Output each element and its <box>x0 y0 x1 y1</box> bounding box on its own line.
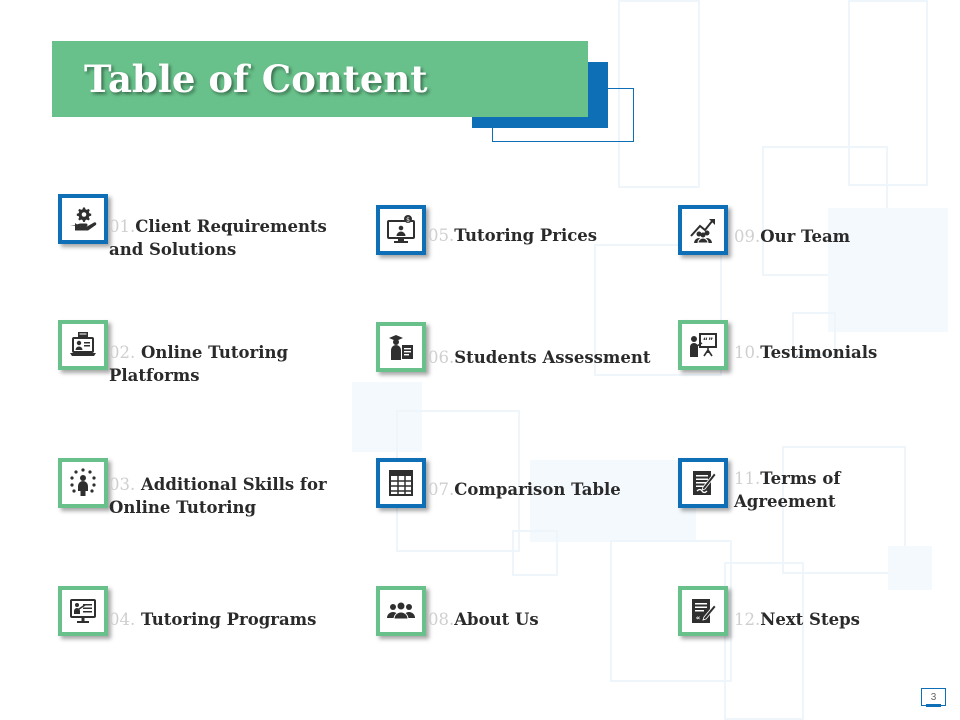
item-label-line2: and Solutions <box>109 240 237 259</box>
icon-frame <box>58 458 108 508</box>
background-block <box>888 546 932 590</box>
item-label: Tutoring Prices <box>454 226 598 245</box>
team-growth-icon <box>690 219 715 244</box>
icon-frame <box>58 320 108 370</box>
contract-pen-icon <box>693 471 717 495</box>
item-label: Next Steps <box>760 610 860 629</box>
icon-frame <box>376 322 426 372</box>
svg-text:“”: “” <box>703 337 714 346</box>
item-label: Students Assessment <box>454 348 651 367</box>
svg-text:$: $ <box>406 216 410 223</box>
item-number: 07. <box>428 480 455 499</box>
icon-frame <box>58 586 108 636</box>
background-block <box>530 460 696 542</box>
background-frame <box>848 0 928 186</box>
graduate-document-icon <box>389 335 413 360</box>
svg-text:«: « <box>696 614 701 622</box>
item-label-line2: Platforms <box>109 366 200 385</box>
table-grid-icon <box>389 470 413 496</box>
title-banner: Table of Content <box>52 41 588 117</box>
person-network-icon <box>70 468 96 496</box>
background-frame <box>724 562 804 720</box>
item-label: Online Tutoring <box>135 343 289 362</box>
icon-frame: « <box>678 586 728 636</box>
item-label-line2: Agreement <box>734 492 836 511</box>
background-frame <box>782 446 906 574</box>
icon-frame <box>376 458 426 508</box>
item-label: Our Team <box>760 227 851 246</box>
background-frame <box>618 0 700 188</box>
background-frame <box>512 530 558 576</box>
icon-frame: “” <box>678 320 728 370</box>
item-label-line2: Online Tutoring <box>109 498 257 517</box>
background-frame <box>792 312 836 356</box>
item-number: 09. <box>734 227 761 246</box>
item-label: Comparison Table <box>454 480 621 499</box>
item-number: 04. <box>109 610 136 629</box>
group-icon <box>387 602 415 620</box>
item-number: 03. <box>109 475 136 494</box>
item-number: 06. <box>428 348 455 367</box>
laptop-user-icon <box>70 332 96 356</box>
speaker-board-icon: “” <box>690 333 717 357</box>
item-label: About Us <box>454 610 539 629</box>
item-number: 05. <box>428 226 455 245</box>
item-number: 10. <box>734 343 761 362</box>
icon-frame <box>678 205 728 255</box>
background-frame <box>594 244 722 376</box>
background-block <box>828 208 948 332</box>
icon-frame: $ <box>376 205 426 255</box>
item-number: 11. <box>734 469 761 488</box>
item-number: 02. <box>109 343 136 362</box>
item-label: Terms of <box>760 469 841 488</box>
hand-gear-icon <box>70 207 97 231</box>
page-number-underline <box>926 704 941 707</box>
icon-frame <box>376 586 426 636</box>
presentation-monitor-icon <box>70 599 96 623</box>
icon-frame <box>678 458 728 508</box>
item-label: Testimonials <box>760 343 878 362</box>
document-pencil-icon: « <box>692 599 717 623</box>
item-number: 12. <box>734 610 761 629</box>
page-title: Table of Content <box>84 57 428 101</box>
item-number: 08. <box>428 610 455 629</box>
item-number: 01. <box>109 217 136 236</box>
background-frame <box>610 540 732 682</box>
monitor-dollar-icon: $ <box>387 215 415 243</box>
icon-frame <box>58 194 108 244</box>
item-label: Tutoring Programs <box>135 610 317 629</box>
item-label: Additional Skills for <box>135 475 327 494</box>
background-block <box>352 382 422 452</box>
item-label: Client Requirements <box>135 217 327 236</box>
